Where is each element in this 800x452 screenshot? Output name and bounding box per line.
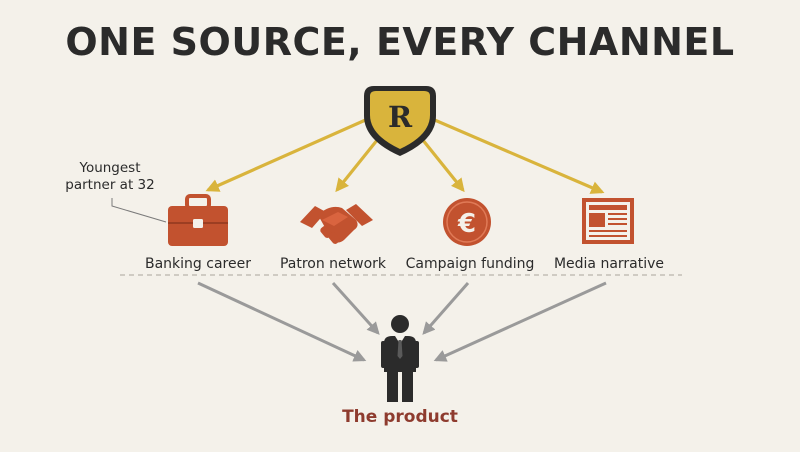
arrow-from-media [433, 281, 607, 362]
arrow-from-campaign [422, 282, 470, 335]
annotation-leader [111, 198, 167, 223]
svg-text:€: € [457, 209, 476, 239]
product-label: The product [342, 407, 458, 427]
handshake-icon [300, 204, 373, 244]
briefcase-icon [168, 194, 228, 246]
channel-label-patron: Patron network [279, 256, 387, 272]
product-arrows [197, 281, 607, 362]
source-arrows [205, 116, 605, 194]
euro-coin-icon: € [443, 198, 491, 246]
channel-label-banking: Banking career [145, 256, 251, 272]
arrow-to-media [429, 116, 605, 194]
arrow-to-patron [335, 132, 384, 193]
newspaper-icon [582, 198, 634, 244]
banking-annotation: Youngest partner at 32 [60, 160, 160, 194]
arrow-to-banking [205, 116, 371, 192]
channel-label-media: Media narrative [553, 256, 665, 272]
channel-label-campaign: Campaign funding [405, 256, 535, 272]
arrow-from-banking [197, 281, 367, 362]
shield-monogram-icon: R [364, 86, 436, 156]
businessman-icon [381, 315, 419, 402]
annotation-line-1: Youngest [79, 160, 141, 176]
source-monogram: R [388, 100, 413, 134]
page-title: ONE SOURCE, EVERY CHANNEL [65, 20, 735, 64]
arrow-to-campaign [416, 132, 465, 193]
annotation-line-2: partner at 32 [65, 177, 155, 193]
arrow-from-patron [331, 281, 380, 335]
